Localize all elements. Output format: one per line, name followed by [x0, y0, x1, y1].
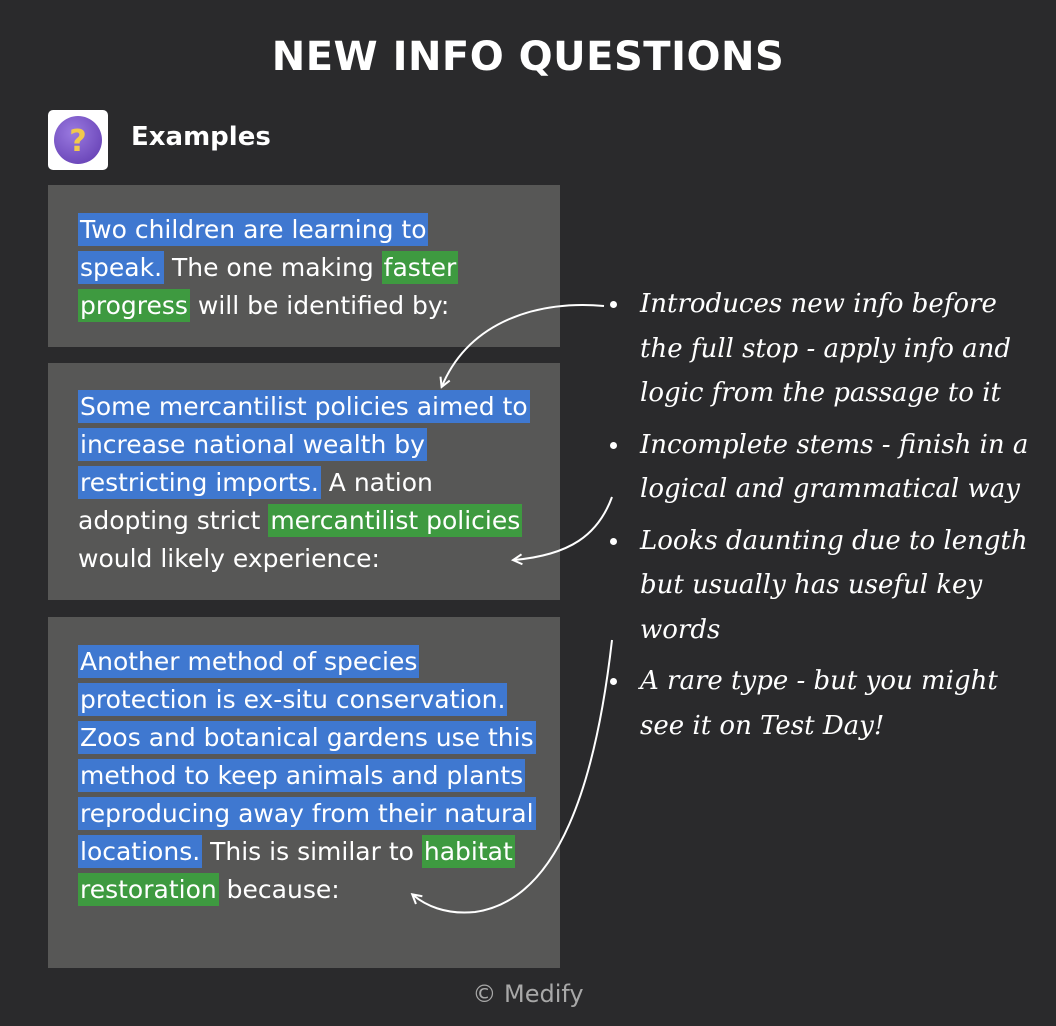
example-card-3: Another method of species protection is …: [48, 617, 560, 968]
plain-text: A nation adopting strict: [78, 468, 433, 535]
question-mark-icon: ?: [54, 116, 102, 164]
arrow-2: [514, 496, 613, 560]
examples-heading: Examples: [131, 122, 271, 152]
bullet-dot: [610, 678, 617, 685]
example-text-1: Two children are learning to speak. The …: [78, 211, 498, 325]
plain-text: will be identified by:: [189, 291, 450, 320]
plain-text: would likely experience:: [78, 544, 380, 573]
page-title: NEW INFO QUESTIONS: [271, 34, 785, 80]
example-text-3: Another method of species protection is …: [78, 643, 536, 909]
note-text: Incomplete stems - finish in a logical a…: [640, 429, 1029, 505]
plain-text: This is similar to: [202, 837, 422, 866]
svg-text:?: ?: [69, 124, 86, 159]
arrow-1: [442, 304, 605, 386]
note-item: Incomplete stems - finish in a logical a…: [610, 423, 1030, 512]
example-text-2: Some mercantilist policies aimed to incr…: [78, 388, 530, 578]
highlight-green: mercantilist policies: [268, 504, 523, 537]
notes-list: Introduces new info before the full stop…: [610, 282, 1030, 755]
arrow-3: [413, 639, 613, 914]
plain-text: because:: [218, 875, 340, 904]
example-card-2: Some mercantilist policies aimed to incr…: [48, 363, 560, 600]
note-item: A rare type - but you might see it on Te…: [610, 659, 1030, 748]
note-text: A rare type - but you might see it on Te…: [640, 666, 998, 741]
plain-text: The one making: [164, 253, 382, 282]
question-icon-box: ?: [48, 110, 108, 170]
note-item: Introduces new info before the full stop…: [610, 282, 1030, 416]
example-card-1: Two children are learning to speak. The …: [48, 185, 560, 347]
bullet-dot: [610, 441, 617, 449]
note-text: Looks daunting due to length but usually…: [640, 525, 1028, 645]
bullet-dot: [610, 301, 617, 308]
copyright-footer: © Medify: [472, 980, 584, 1008]
note-text: Introduces new info before the full stop…: [640, 289, 1012, 408]
note-item: Looks daunting due to length but usually…: [610, 519, 1030, 653]
bullet-dot: [610, 537, 617, 545]
